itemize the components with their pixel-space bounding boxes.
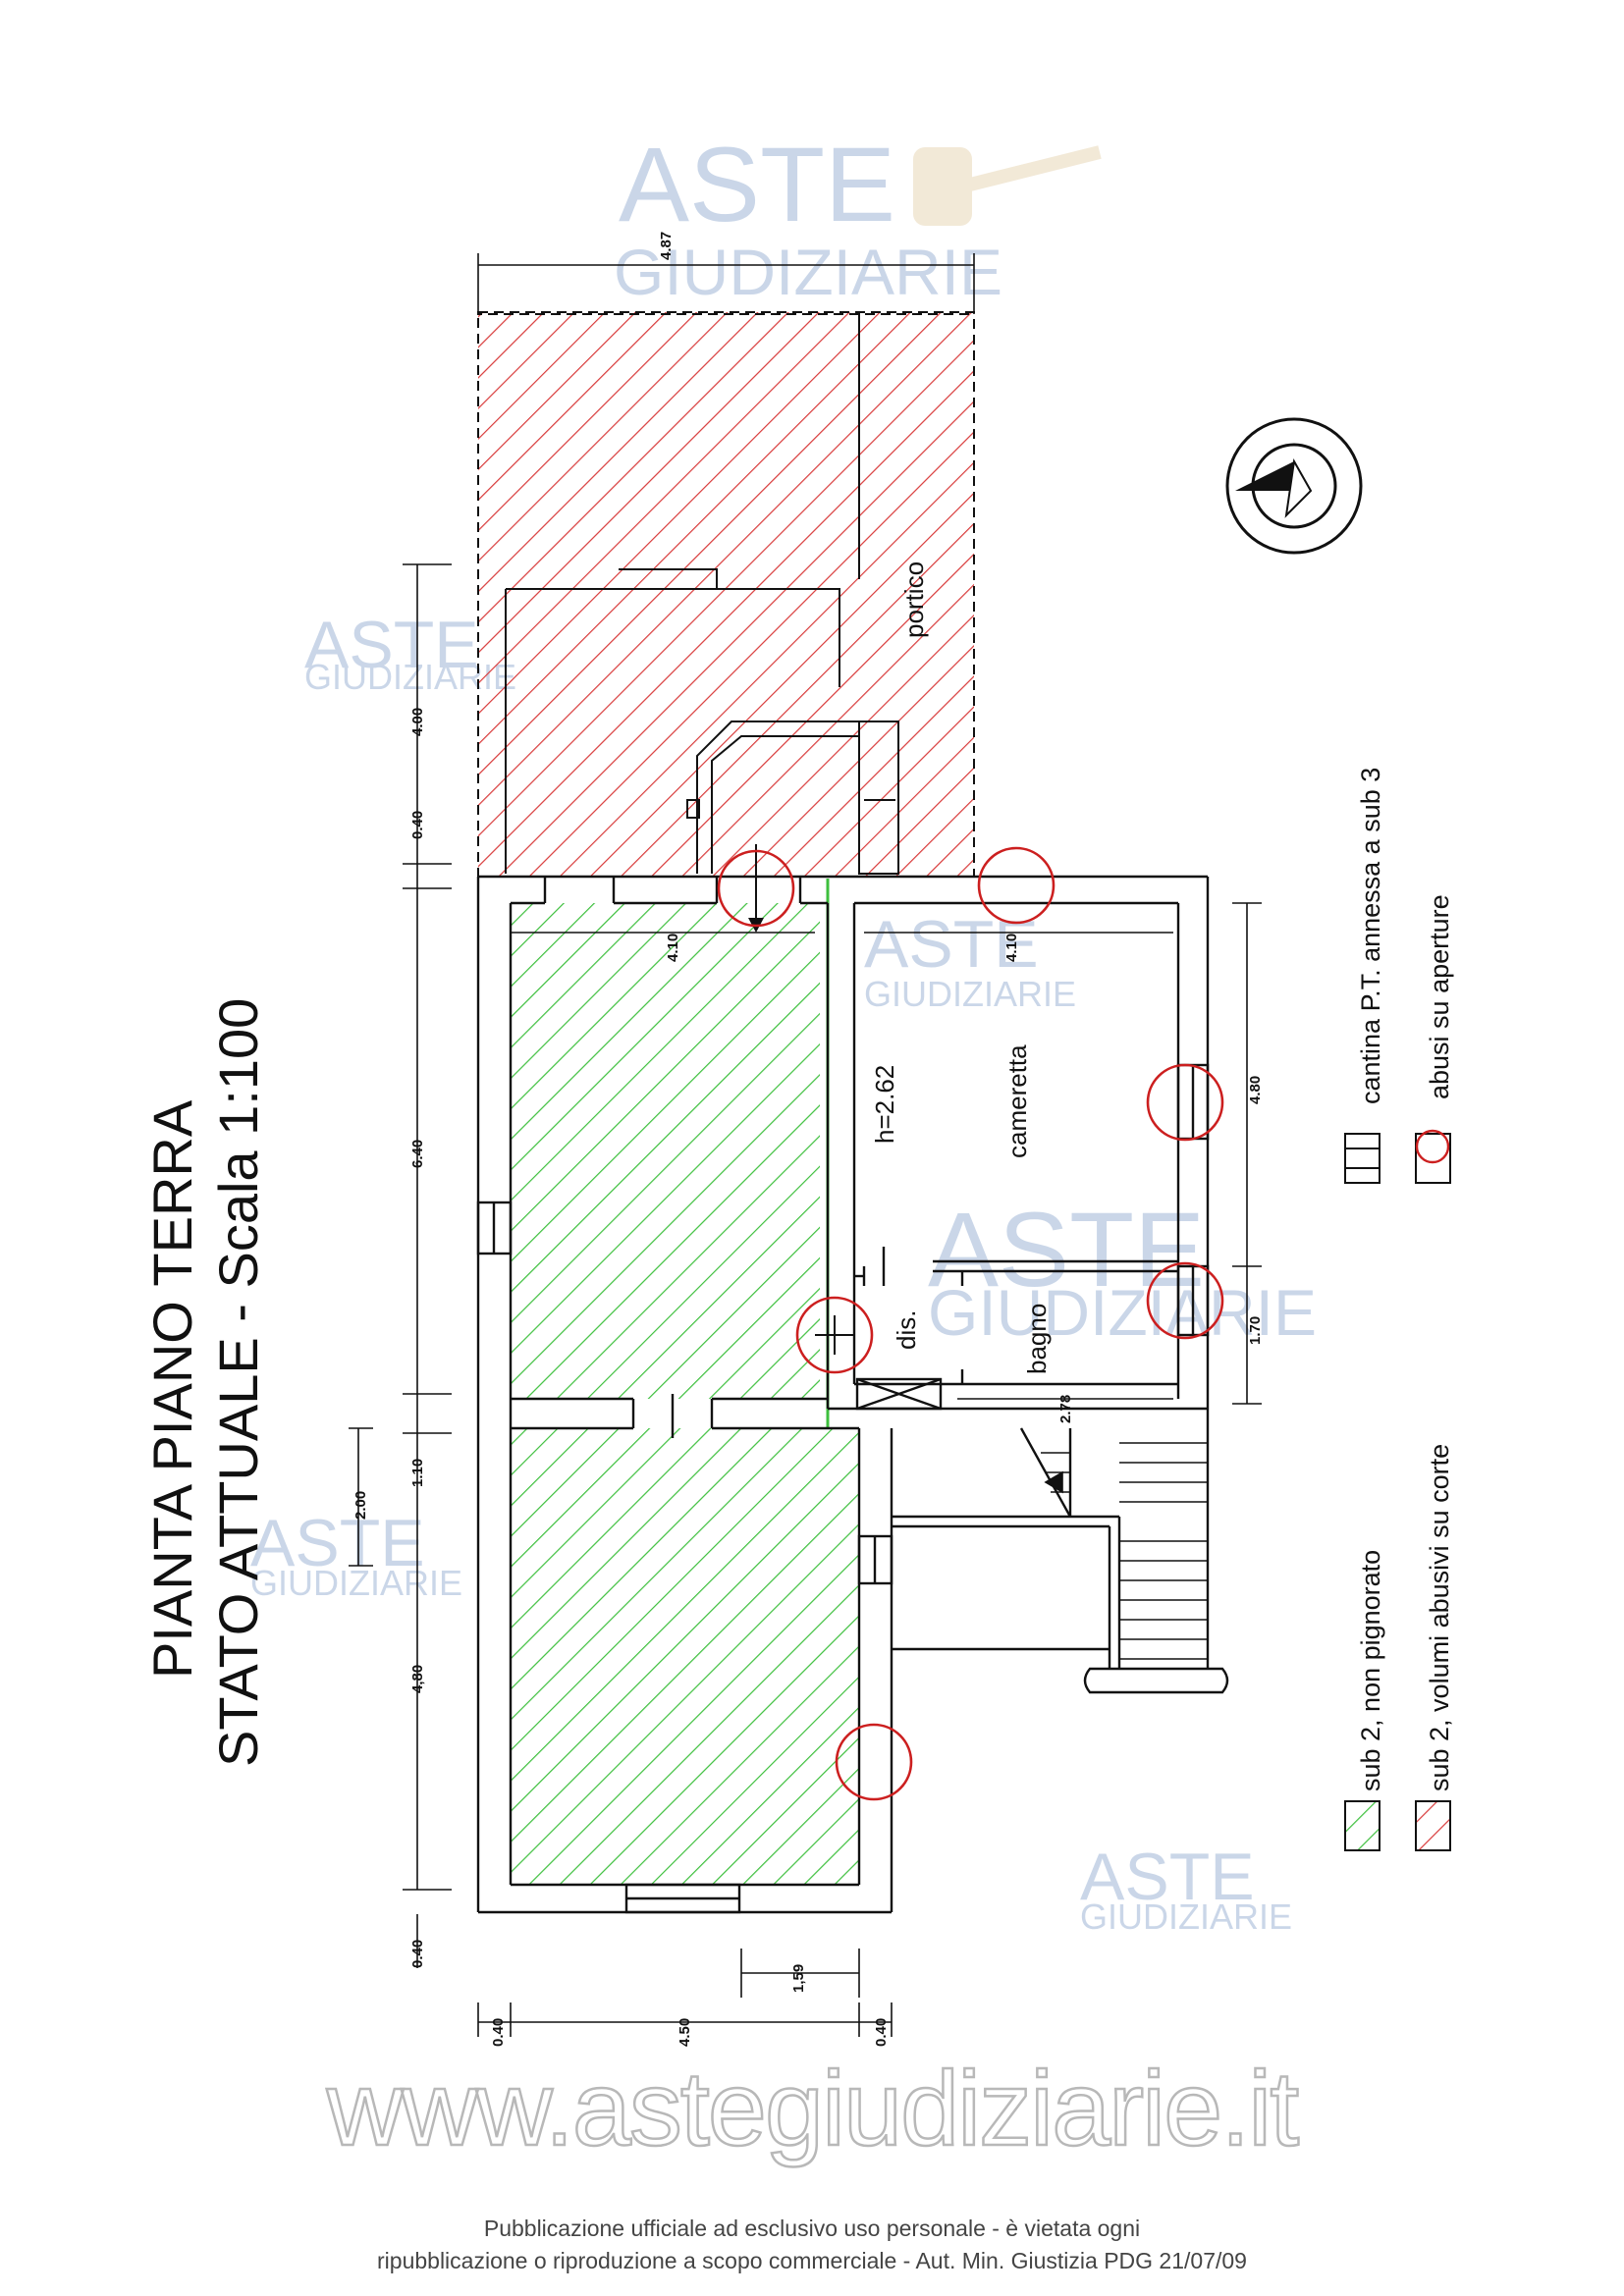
dim-label: 1.70 <box>1247 1316 1264 1345</box>
legend-label: sub 2, non pignorato <box>1356 1550 1385 1791</box>
dim-label: 6.40 <box>409 1140 426 1168</box>
dim-label: 4.80 <box>1247 1076 1264 1104</box>
watermark-giudiziarie: GIUDIZIARIE <box>928 1276 1317 1349</box>
abuse-markers <box>717 846 1224 1801</box>
title-line-2: STATO ATTUALE - Scala 1:100 <box>207 998 269 1767</box>
sub2-area-top <box>511 903 820 1399</box>
watermark-aste: ASTE <box>928 1190 1205 1308</box>
gavel-icon <box>913 145 1102 226</box>
abuse-circle <box>717 849 795 928</box>
legend-label: sub 2, volumi abusivi su corte <box>1425 1444 1454 1791</box>
watermark-aste: ASTE <box>619 125 895 243</box>
legend-item-sub2-non-pignorato: sub 2, non pignorato <box>1344 1550 1385 1851</box>
abuse-circle <box>977 846 1056 925</box>
legend-item-cantina: cantina P.T. annessa a sub 3 <box>1344 768 1385 1184</box>
abuse-circle <box>1146 1261 1224 1340</box>
legend-label: abusi su aperture <box>1425 894 1454 1099</box>
room-height-label: h=2.62 <box>870 1065 899 1144</box>
title-line-1: PIANTA PIANO TERRA <box>141 1099 203 1679</box>
room-label-cameretta: cameretta <box>1002 1044 1032 1158</box>
dim-label: 0.40 <box>409 1940 426 1968</box>
watermark-giudiziarie: GIUDIZIARIE <box>1080 1896 1292 1937</box>
stair-treads <box>1041 1442 1208 1660</box>
watermark-aste: ASTE <box>864 907 1039 982</box>
legend-item-abusi-aperture: abusi su aperture <box>1415 894 1454 1184</box>
dim-label: 4.10 <box>1003 934 1020 962</box>
watermark-url: www.astegiudiziarie.it <box>326 2049 1299 2167</box>
room-label-bagno: bagno <box>1022 1304 1052 1374</box>
dim-label: 0.40 <box>490 2018 507 2047</box>
dim-label: 4.00 <box>409 708 426 736</box>
portico-inner-walls <box>505 568 840 874</box>
dis-door-mark <box>815 1315 854 1355</box>
dim-label: 2.00 <box>352 1491 369 1520</box>
footer-line-2: ripubblicazione o riproduzione a scopo c… <box>377 2248 1247 2273</box>
walls <box>476 875 1229 1914</box>
portico-pillar <box>858 721 899 875</box>
dimension-lines <box>349 253 1262 2037</box>
footer-line-1: Pubblicazione ufficiale ad esclusivo uso… <box>483 2216 1141 2241</box>
portico-stair-outline-inner <box>711 735 859 874</box>
room-label-portico: portico <box>899 561 929 638</box>
portico-detail <box>686 799 700 819</box>
legend: cantina P.T. annessa a sub 3 abusi su ap… <box>1344 768 1454 1851</box>
dim-label: 4.50 <box>677 2018 693 2047</box>
watermark-giudiziarie: GIUDIZIARIE <box>250 1563 462 1603</box>
watermark-aste: ASTE <box>304 608 479 682</box>
abuse-circle <box>835 1723 913 1801</box>
portico-abusive-area <box>477 311 975 878</box>
abuse-circle <box>795 1296 874 1374</box>
room-label-dis: dis. <box>892 1310 921 1350</box>
legend-item-sub2-abusivi: sub 2, volumi abusivi su corte <box>1415 1444 1454 1851</box>
dim-label: 4.10 <box>665 934 681 962</box>
watermark-aste: ASTE <box>250 1506 425 1580</box>
watermark-aste: ASTE <box>1080 1840 1255 1914</box>
sub2-area-bottom <box>511 1428 859 1885</box>
dimension-labels: 4.87 4.00 0.40 6.40 1.10 2.00 4,80 0.40 … <box>352 232 1264 2047</box>
dim-label: 1.10 <box>409 1459 426 1487</box>
watermark-giudiziarie: GIUDIZIARIE <box>864 974 1076 1014</box>
dim-label: 1,59 <box>790 1964 807 1993</box>
plan-title: PIANTA PIANO TERRA STATO ATTUALE - Scala… <box>141 998 269 1767</box>
north-compass-icon <box>1225 417 1363 555</box>
dim-label: 4.87 <box>658 232 675 260</box>
room-labels: portico cameretta h=2.62 dis. bagno <box>870 561 1052 1374</box>
dim-label: 0.40 <box>409 811 426 839</box>
abuse-circle <box>1146 1063 1224 1142</box>
watermark-giudiziarie: GIUDIZIARIE <box>614 236 1002 308</box>
dim-label: 2.78 <box>1057 1395 1074 1423</box>
legend-label: cantina P.T. annessa a sub 3 <box>1356 768 1385 1104</box>
dim-label: 0.40 <box>873 2018 890 2047</box>
dim-label: 4,80 <box>409 1665 426 1693</box>
